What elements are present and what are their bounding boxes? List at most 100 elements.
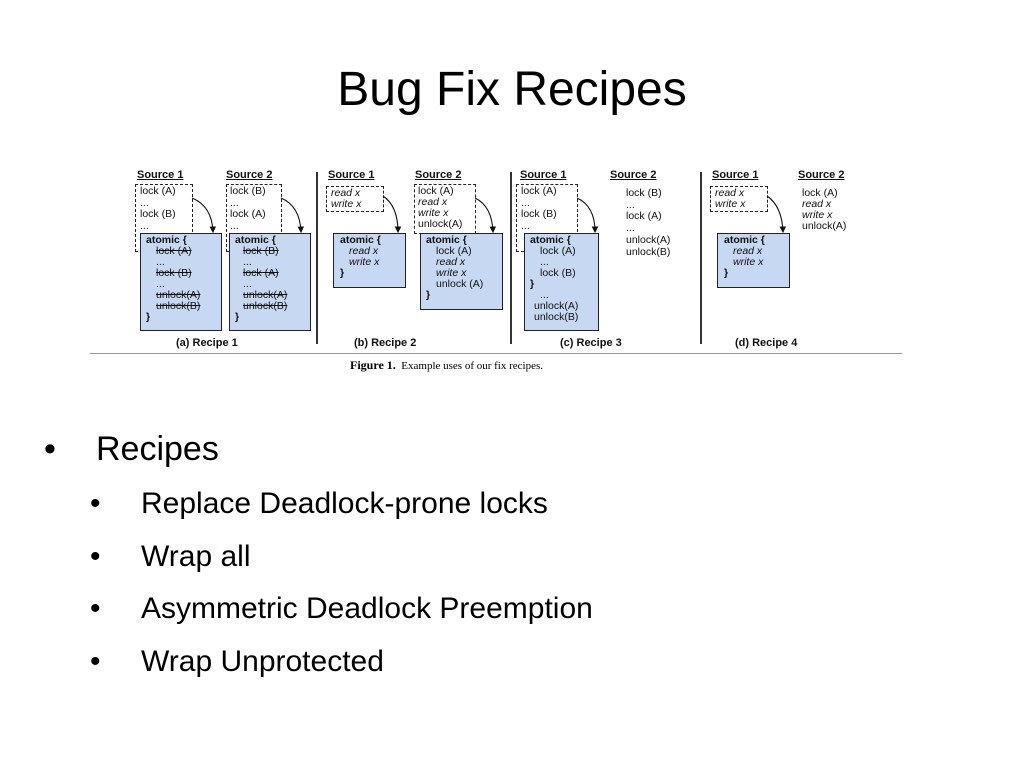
r4-b1-line: atomic { (724, 234, 765, 246)
r3-s1-line: ... (521, 220, 530, 232)
r2-arrow (382, 195, 402, 234)
r3-b1-line: ... (540, 256, 549, 268)
r2-s1-line: read x (331, 187, 361, 199)
r2-b1-line: read x (349, 245, 379, 257)
r2-s2-line: read x (418, 196, 448, 208)
r2-s1-line: write x (331, 198, 362, 210)
r4-b1-line: } (724, 267, 729, 279)
r3-s2-line: ... (626, 199, 635, 211)
figure-caption-label: Figure 1. (350, 358, 396, 372)
r2-b2-line: write x (436, 267, 467, 279)
r1-b2-line: unlock(B) (243, 300, 288, 312)
r3-s2-line: unlock(A) (626, 234, 671, 246)
r2-atomic-box-2 (420, 233, 503, 310)
r1-atomic-box-2 (229, 233, 311, 331)
separator-3 (700, 172, 702, 344)
r1-arrow-2 (280, 197, 305, 234)
r2-s2-line: unlock(A) (418, 218, 463, 230)
figure-caption: Figure 1. Example uses of our fix recipe… (350, 358, 543, 373)
r1-b1-line: ... (156, 278, 165, 290)
r2-b2-line: lock (A) (436, 245, 472, 257)
r4-s2-line: unlock(A) (802, 220, 847, 232)
r3-caption: (c) Recipe 3 (560, 337, 622, 349)
r2-source1-box (326, 186, 384, 212)
bullet-dot: • (90, 645, 101, 678)
sub-bullet-text: Asymmetric Deadlock Preemption (141, 592, 593, 625)
r3-source2-header: Source 2 (610, 169, 657, 181)
r1-b2-line: ... (243, 256, 252, 268)
r3-b1-line: unlock(B) (534, 311, 579, 323)
r2-b2-line: } (426, 289, 431, 301)
r1-atomic-box-1 (140, 233, 222, 331)
r1-s2-line: lock (B) (230, 185, 266, 197)
r1-b1-line: atomic { (146, 234, 187, 246)
r3-b1-line: unlock(A) (534, 300, 579, 312)
r1-b1-line: unlock(B) (156, 300, 201, 312)
separator-2 (510, 172, 512, 344)
r3-b1-line: lock (A) (540, 245, 576, 257)
r1-b2-line: } (235, 311, 240, 323)
r4-source1-header: Source 1 (712, 169, 759, 181)
r2-b1-line: write x (349, 256, 380, 268)
r3-b1-line: ... (540, 289, 549, 301)
r3-b1-line: lock (B) (540, 267, 576, 279)
figure-caption-text: Example uses of our fix recipes. (401, 360, 544, 372)
r1-source1-header: Source 1 (137, 169, 184, 181)
r3-s2-line: unlock(B) (626, 246, 671, 258)
r1-b2-line: ... (243, 278, 252, 290)
r3-s1-line: lock (B) (521, 208, 557, 220)
r1-b1-line: lock (B) (156, 267, 192, 279)
bullet-text: Recipes (96, 430, 219, 468)
r1-source2-header: Source 2 (226, 169, 273, 181)
arrows-layer (191, 195, 787, 234)
r1-s2-line: ... (230, 220, 239, 232)
r2-b1-line: atomic { (340, 234, 381, 246)
r4-source2-header: Source 2 (798, 169, 845, 181)
r1-s2-line: lock (A) (230, 208, 266, 220)
bullet-dot: • (90, 487, 101, 520)
figure-rule (90, 353, 902, 354)
r1-b2-line: lock (A) (243, 267, 279, 279)
r2-s2-line: lock (A) (418, 185, 454, 197)
r4-b1-line: write x (733, 256, 764, 268)
r2-atomic-box-1 (333, 233, 406, 288)
r1-b1-line: unlock(A) (156, 289, 201, 301)
r2-s2-line: write x (418, 207, 449, 219)
sub-bullet-text: Wrap Unprotected (141, 645, 384, 678)
r2-b2-line: unlock (A) (436, 278, 484, 290)
r1-s1-line: lock (A) (140, 185, 176, 197)
r1-b1-line: ... (156, 256, 165, 268)
recipes-figure: Source 1 Source 2 lock (A) ... lock (B) … (90, 164, 902, 374)
r3-b1-line: atomic { (530, 234, 571, 246)
r2-source1-header: Source 1 (328, 169, 375, 181)
r1-b2-line: lock (B) (243, 245, 279, 257)
r2-b1-line: } (340, 267, 345, 279)
r1-s2-line: ... (230, 197, 239, 209)
r1-s1-line: ... (140, 197, 149, 209)
bullet-dot: • (44, 430, 56, 468)
r1-b1-line: } (146, 311, 151, 323)
r4-source1-box (710, 186, 768, 212)
r1-b1-line: lock (A) (156, 245, 192, 257)
bullet-dot: • (90, 592, 101, 625)
r2-arrow-2 (474, 197, 497, 234)
r3-arrow (576, 197, 599, 234)
r3-s2-line: lock (A) (626, 210, 662, 222)
r1-s1-line: ... (140, 220, 149, 232)
r4-s2-line: write x (802, 209, 833, 221)
r4-atomic-box (717, 233, 790, 288)
r1-b2-line: atomic { (235, 234, 276, 246)
r3-s1-line: lock (A) (521, 185, 557, 197)
sub-bullet-text: Replace Deadlock-prone locks (141, 487, 548, 520)
r3-atomic-box (524, 233, 599, 331)
r3-b1-line: } (530, 278, 535, 290)
r1-arrow (191, 197, 217, 234)
r2-b2-line: atomic { (426, 234, 467, 246)
r4-s2-line: lock (A) (802, 187, 838, 199)
r2-b2-line: read x (436, 256, 466, 268)
r3-s1-line: ... (521, 197, 530, 209)
r4-caption: (d) Recipe 4 (735, 337, 798, 349)
slide-title: Bug Fix Recipes (337, 63, 687, 116)
r3-source1-header: Source 1 (520, 169, 567, 181)
